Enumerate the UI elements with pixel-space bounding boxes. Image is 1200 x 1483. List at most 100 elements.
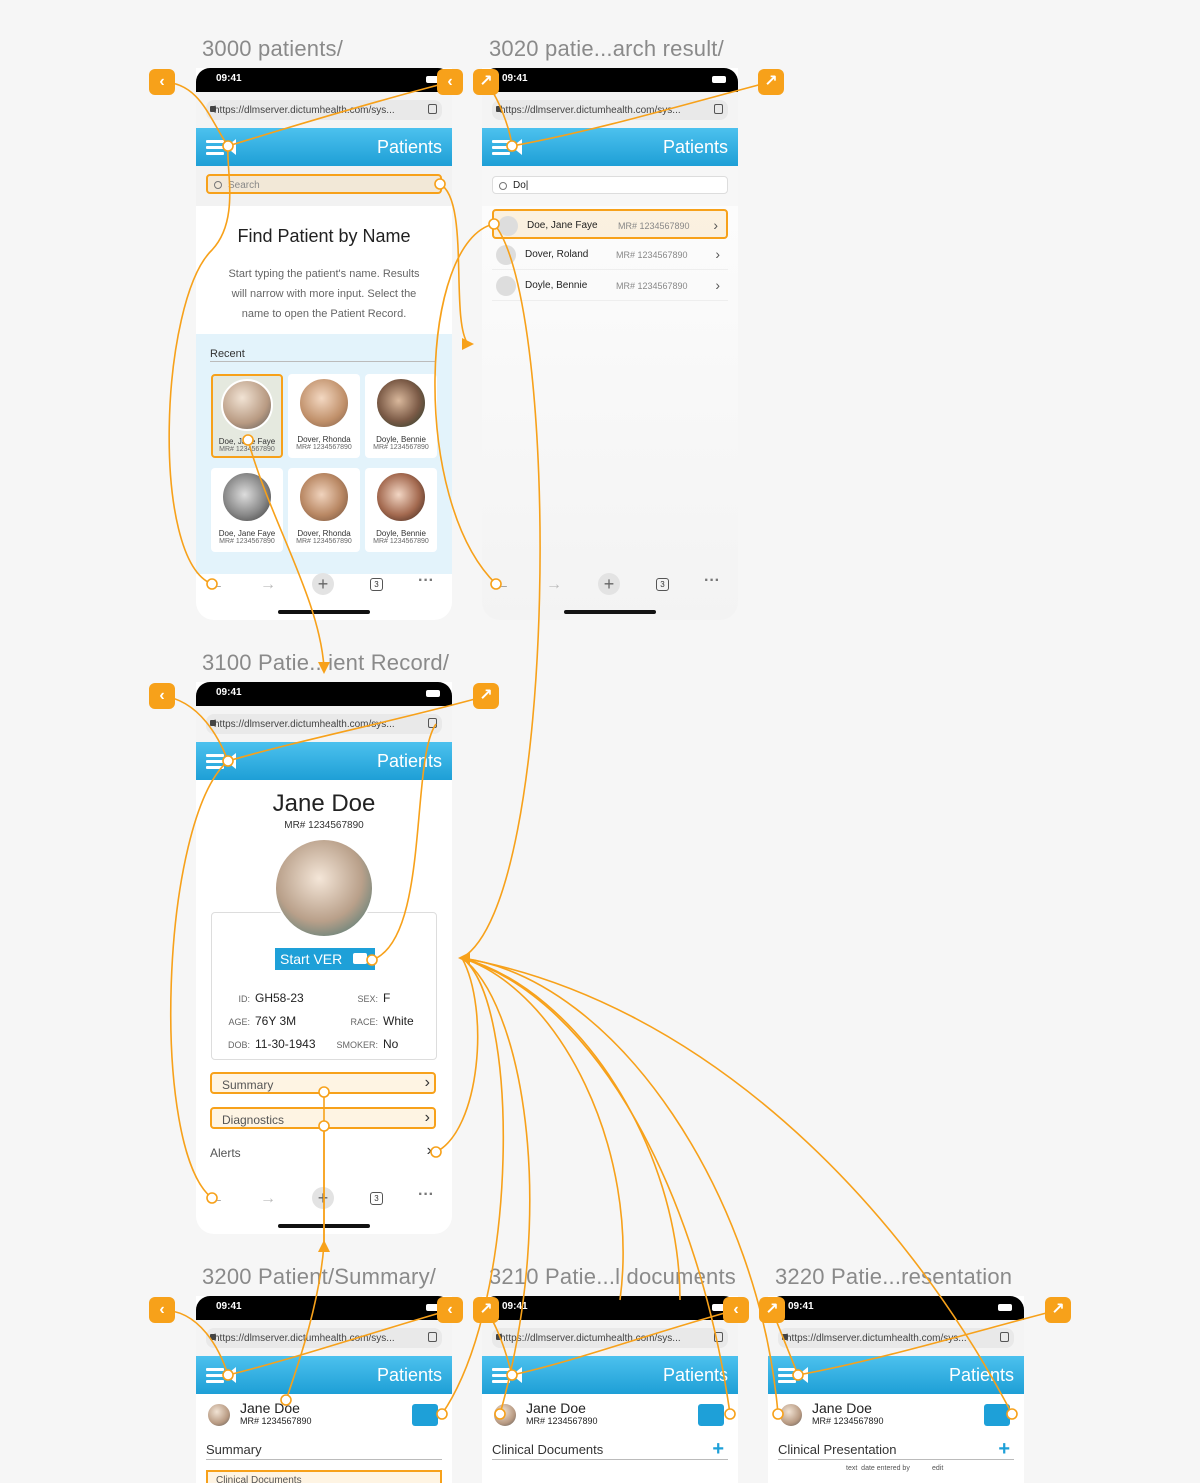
video-call-button[interactable]: [412, 1404, 438, 1426]
section-diagnostics[interactable]: Diagnostics›: [210, 1107, 436, 1129]
url-bar[interactable]: https://dlmserver.dictumhealth.com/sys..…: [482, 92, 738, 128]
header-title: Patients: [376, 1365, 442, 1385]
app-header: Patients: [482, 1356, 738, 1394]
patient-mr: MR# 1234567890: [296, 444, 352, 451]
plus-icon[interactable]: +: [712, 1438, 724, 1460]
video-call-button[interactable]: [698, 1404, 724, 1426]
back-icon[interactable]: ←: [208, 576, 224, 593]
video-icon[interactable]: [512, 1367, 522, 1383]
header-title: Patients: [948, 1365, 1014, 1385]
more-icon[interactable]: ···: [418, 572, 434, 589]
chevron-right-icon: ›: [713, 217, 718, 233]
screen-label-3100: 3100 Patie...ient Record/: [202, 650, 450, 675]
menu-icon[interactable]: [206, 140, 224, 155]
share-icon[interactable]: [428, 718, 437, 728]
avatar: [498, 216, 518, 236]
video-icon[interactable]: [226, 139, 236, 155]
menu-icon[interactable]: [206, 1368, 224, 1383]
plus-icon[interactable]: +: [312, 573, 334, 595]
back-icon[interactable]: ‹: [723, 1297, 749, 1323]
url-text: https://dlmserver.dictumhealth.com/sys..…: [214, 105, 395, 116]
video-icon[interactable]: [226, 1367, 236, 1383]
status-bar: 09:41: [482, 68, 738, 92]
battery-icon: [998, 1304, 1012, 1311]
forward-icon[interactable]: →: [260, 576, 276, 593]
race-value: White: [383, 1014, 414, 1028]
section-summary[interactable]: Summary›: [210, 1072, 436, 1094]
more-icon[interactable]: ···: [704, 572, 720, 589]
browser-toolbar: ← → + 3 ···: [482, 568, 738, 604]
patient-name: Doe, Jane Faye: [527, 220, 598, 231]
share-icon[interactable]: [428, 104, 437, 114]
tabs-icon[interactable]: 3: [656, 578, 669, 591]
url-text: https://dlmserver.dictumhealth.com/sys..…: [786, 1333, 967, 1344]
section-alerts[interactable]: Alerts›: [210, 1142, 436, 1164]
start-ver-button[interactable]: Start VER: [275, 948, 375, 970]
external-link-icon[interactable]: ↗: [473, 1297, 499, 1323]
share-icon[interactable]: [714, 1332, 723, 1342]
home-indicator: [278, 610, 370, 614]
back-icon[interactable]: ‹: [437, 69, 463, 95]
video-icon[interactable]: [512, 139, 522, 155]
video-icon[interactable]: [798, 1367, 808, 1383]
url-bar[interactable]: https://dlmserver.dictumhealth.com/sys..…: [196, 706, 452, 742]
status-bar: 09:41: [768, 1296, 1024, 1320]
external-link-icon[interactable]: ↗: [759, 1297, 785, 1323]
start-ver-label: Start VER: [280, 951, 343, 967]
url-text: https://dlmserver.dictumhealth.com/sys..…: [214, 1333, 395, 1344]
battery-icon: [712, 76, 726, 83]
back-icon[interactable]: ←: [494, 576, 510, 593]
patient-mr: MR# 1234567890: [296, 538, 352, 545]
menu-icon[interactable]: [492, 140, 510, 155]
external-link-icon[interactable]: ↗: [473, 683, 499, 709]
forward-icon[interactable]: →: [546, 576, 562, 593]
search-input[interactable]: Do|: [492, 176, 728, 194]
back-icon[interactable]: ‹: [149, 683, 175, 709]
url-bar[interactable]: https://dlmserver.dictumhealth.com/sys..…: [482, 1320, 738, 1356]
menu-icon[interactable]: [206, 754, 224, 769]
video-icon[interactable]: [226, 753, 236, 769]
plus-icon[interactable]: +: [312, 1187, 334, 1209]
tabs-icon[interactable]: 3: [370, 1192, 383, 1205]
sex-label: SEX:: [357, 994, 378, 1004]
screen-label-3200: 3200 Patient/Summary/: [202, 1264, 437, 1289]
share-icon[interactable]: [714, 104, 723, 114]
screen-3200: 09:41 https://dlmserver.dictumhealth.com…: [196, 1296, 452, 1483]
plus-icon[interactable]: +: [598, 573, 620, 595]
back-icon[interactable]: ‹: [437, 1297, 463, 1323]
share-icon[interactable]: [428, 1332, 437, 1342]
tabs-icon[interactable]: 3: [370, 578, 383, 591]
url-bar[interactable]: https://dlmserver.dictumhealth.com/sys..…: [768, 1320, 1024, 1356]
url-bar[interactable]: https://dlmserver.dictumhealth.com/sys..…: [196, 1320, 452, 1356]
back-icon[interactable]: ←: [208, 1190, 224, 1207]
search-value: Do|: [513, 180, 529, 191]
external-link-icon[interactable]: ↗: [1045, 1297, 1071, 1323]
search-icon: [214, 181, 222, 189]
back-icon[interactable]: ‹: [149, 69, 175, 95]
search-input[interactable]: Search: [206, 174, 442, 194]
back-icon[interactable]: ‹: [149, 1297, 175, 1323]
forward-icon[interactable]: →: [260, 1190, 276, 1207]
external-link-icon[interactable]: ↗: [473, 69, 499, 95]
url-bar[interactable]: https://dlmserver.dictumhealth.com/sys..…: [196, 92, 452, 128]
section-clinical-documents[interactable]: Clinical Documents: [206, 1470, 442, 1483]
browser-toolbar: ← → + 3 ···: [196, 1182, 452, 1218]
menu-icon[interactable]: [778, 1368, 796, 1383]
share-icon[interactable]: [1000, 1332, 1009, 1342]
menu-icon[interactable]: [492, 1368, 510, 1383]
section-label: Alerts: [210, 1146, 241, 1160]
external-link-icon[interactable]: ↗: [758, 69, 784, 95]
header-title: Patients: [662, 137, 728, 157]
plus-icon[interactable]: +: [998, 1438, 1010, 1460]
more-icon[interactable]: ···: [418, 1186, 434, 1203]
video-call-button[interactable]: [984, 1404, 1010, 1426]
